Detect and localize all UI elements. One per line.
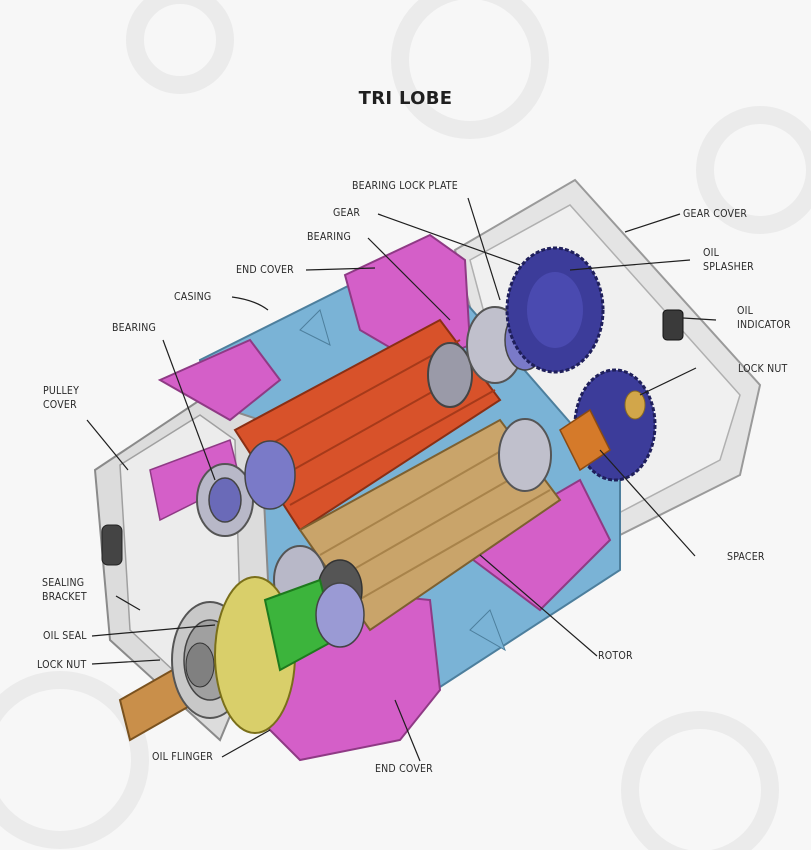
label-casing: CASING [174,291,212,303]
label-oil-splasher-line2: SPLASHER [703,261,754,273]
label-lock-nut-left: LOCK NUT [37,659,87,671]
label-lock-nut-right: LOCK NUT [738,363,788,375]
label-oil-indicator-line2: INDICATOR [737,319,791,331]
label-gear-cover: GEAR COVER [683,208,748,220]
label-spacer: SPACER [727,551,765,563]
label-oil-splasher-line1: OIL [703,247,720,259]
label-bearing-top: BEARING [307,231,352,243]
label-oil-indicator-line1: OIL [737,305,754,317]
label-oil-seal: OIL SEAL [43,630,87,642]
label-end-cover-top: END COVER [236,264,294,276]
label-sealing-bracket-line2: BRACKET [42,591,87,603]
label-gear: GEAR [333,207,361,219]
label-pulley-cover-line1: PULLEY [43,385,80,397]
label-bearing-left: BEARING [112,322,157,334]
diagram-title: TRI LOBE [358,88,453,109]
label-sealing-bracket-line1: SEALING [42,577,85,589]
label-rotor: ROTOR [598,650,633,662]
label-pulley-cover-line2: COVER [43,399,77,411]
label-end-cover-bottom: END COVER [375,763,433,775]
spacer [559,408,611,472]
label-bearing-lock-plate: BEARING LOCK PLATE [352,180,458,192]
label-oil-flinger: OIL FLINGER [152,751,214,763]
